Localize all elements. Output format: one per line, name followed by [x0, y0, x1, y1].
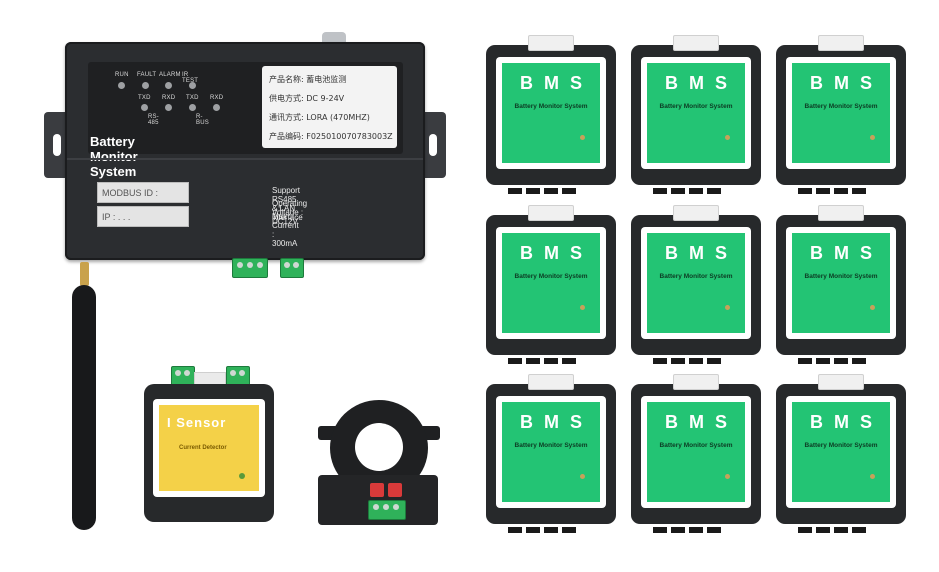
bms-title: BMS — [810, 243, 883, 263]
bms-module-9: BMS Battery Monitor System — [776, 374, 906, 533]
bms-led — [580, 474, 585, 479]
controller-terminal-1 — [232, 258, 268, 278]
product-info-card: 产品名称: 蓄电池监测 供电方式: DC 9-24V 通讯方式: LORA (4… — [262, 66, 397, 148]
isensor-subtitle: Current Detector — [179, 445, 227, 451]
modbus-id-label: MODBUS ID : — [97, 182, 189, 203]
bms-led — [580, 305, 585, 310]
led-label-run: RUN — [115, 72, 129, 78]
led-alarm — [165, 82, 172, 89]
led-label-rxd-2: RXD — [210, 95, 224, 101]
hall-terminal — [368, 500, 406, 520]
bms-subtitle: Battery Monitor System — [804, 273, 878, 280]
bms-title: BMS — [665, 73, 738, 93]
led-label-txd-2: TXD — [186, 95, 199, 101]
spec-interface: Support RS485 & LAN interface — [272, 186, 303, 222]
bms-led — [725, 474, 730, 479]
led-label-rxd-1: RXD — [162, 95, 176, 101]
bms-subtitle: Battery Monitor System — [804, 442, 878, 449]
ip-label: IP : . . . — [97, 206, 189, 227]
bms-subtitle: Battery Monitor System — [804, 103, 878, 110]
info-product-name: 产品名称: 蓄电池监测 — [269, 75, 347, 84]
spec-current: Max Current : 300mA — [272, 212, 299, 248]
bms-title: BMS — [810, 412, 883, 432]
led-txd-1 — [141, 104, 148, 111]
led-label-ir-test: IR TEST — [182, 72, 199, 84]
bms-subtitle: Battery Monitor System — [659, 103, 733, 110]
bms-led — [870, 474, 875, 479]
led-ir-test — [189, 82, 196, 89]
led-rxd-1 — [165, 104, 172, 111]
bms-title: BMS — [665, 243, 738, 263]
bms-module-3: BMS Battery Monitor System — [776, 35, 906, 194]
info-product-code: 产品编码: F025010070783003Z — [269, 132, 393, 141]
bms-module-5: BMS Battery Monitor System — [631, 205, 761, 364]
isensor-title: I Sensor — [167, 415, 227, 430]
hall-trim-pot-right — [388, 483, 402, 497]
led-run — [118, 82, 125, 89]
bms-title: BMS — [520, 412, 593, 432]
controller-terminal-2 — [280, 258, 304, 278]
bms-title: BMS — [520, 243, 593, 263]
bms-module-2: BMS Battery Monitor System — [631, 35, 761, 194]
spec-voltage: Operating Voltage : DC12V — [272, 199, 308, 226]
controller-divider — [67, 158, 423, 160]
bms-title: BMS — [665, 412, 738, 432]
bms-module-4: BMS Battery Monitor System — [486, 205, 616, 364]
group-label-rs485: RS-485 — [148, 114, 159, 126]
hall-trim-pot-left — [370, 483, 384, 497]
bms-led — [870, 305, 875, 310]
bms-subtitle: Battery Monitor System — [659, 442, 733, 449]
bms-title: BMS — [520, 73, 593, 93]
bms-module-8: BMS Battery Monitor System — [631, 374, 761, 533]
current-sensor-module: I Sensor Current Detector — [144, 384, 274, 522]
led-label-fault: FAULT — [137, 72, 157, 78]
reset-knob — [322, 32, 346, 44]
bms-subtitle: Battery Monitor System — [659, 273, 733, 280]
led-txd-2 — [189, 104, 196, 111]
led-fault — [142, 82, 149, 89]
bms-module-6: BMS Battery Monitor System — [776, 205, 906, 364]
bms-led — [725, 135, 730, 140]
bms-subtitle: Battery Monitor System — [514, 273, 588, 280]
info-power-supply: 供电方式: DC 9-24V — [269, 94, 345, 103]
controller-title: Battery Monitor System — [90, 134, 138, 179]
info-communication: 通讯方式: LORA (470MHZ) — [269, 113, 370, 122]
antenna-connector — [80, 262, 89, 286]
bms-led — [725, 305, 730, 310]
bms-subtitle: Battery Monitor System — [514, 103, 588, 110]
led-label-txd-1: TXD — [138, 95, 151, 101]
bms-subtitle: Battery Monitor System — [514, 442, 588, 449]
led-rxd-2 — [213, 104, 220, 111]
bms-led — [870, 135, 875, 140]
bms-title: BMS — [810, 73, 883, 93]
group-label-rbus: R-BUS — [196, 114, 209, 126]
bms-module-1: BMS Battery Monitor System — [486, 35, 616, 194]
led-label-alarm: ALARM — [159, 72, 181, 78]
antenna — [72, 285, 96, 530]
bms-led — [580, 135, 585, 140]
hall-sensor-aperture — [355, 423, 403, 471]
isensor-led — [239, 473, 245, 479]
bms-module-7: BMS Battery Monitor System — [486, 374, 616, 533]
